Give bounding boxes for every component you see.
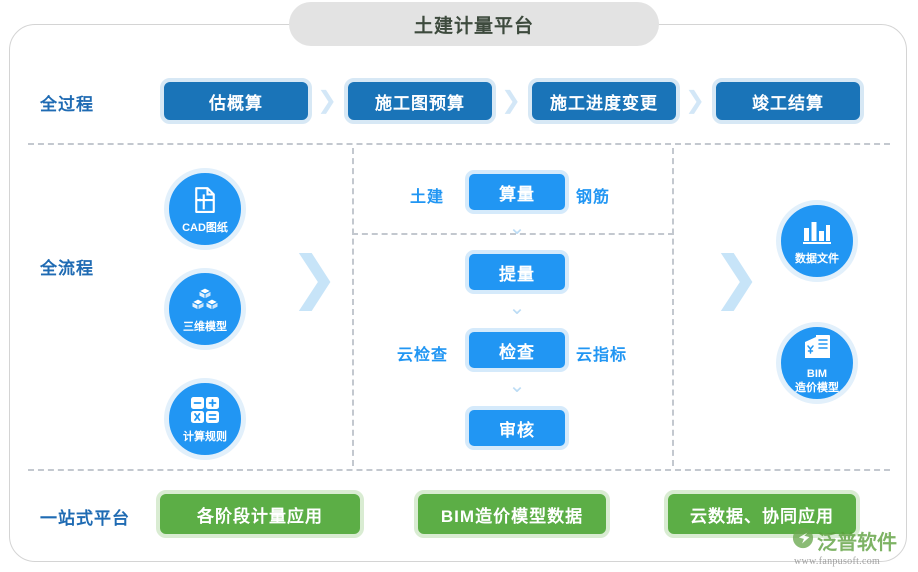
flow-chevron-right-icon: ❯	[712, 243, 761, 311]
output-badge-bim-cost-model[interactable]: BIM 造价模型	[776, 322, 858, 404]
platform-button-1[interactable]: 各阶段计量应用	[156, 490, 364, 538]
workflow-tag-left-mid: 云检查	[397, 347, 449, 364]
divider-flow-platform	[28, 469, 890, 471]
stage-button-1[interactable]: 估概算	[160, 78, 312, 124]
cube-stack-icon	[189, 286, 221, 319]
platform-button-3[interactable]: 云数据、协同应用	[664, 490, 860, 538]
workflow-tag-left-top: 土建	[410, 189, 445, 206]
output-badge-data-file[interactable]: 数据文件	[776, 200, 858, 282]
input-badge-caption: 三维模型	[183, 320, 227, 333]
center-column-box	[352, 148, 674, 466]
cad-drawing-icon	[190, 185, 220, 220]
watermark-url: www.fanpusoft.com	[794, 556, 881, 567]
divider-process-flow	[28, 143, 890, 145]
output-badge-caption-line2: 造价模型	[795, 381, 839, 394]
row-label-process: 全过程	[40, 95, 94, 114]
bim-cost-model-icon	[802, 333, 832, 366]
workflow-tag-right-mid: 云指标	[576, 347, 628, 364]
platform-button-2[interactable]: BIM造价模型数据	[414, 490, 610, 538]
row-label-platform: 一站式平台	[40, 509, 130, 528]
calculator-icon	[190, 396, 220, 429]
workflow-tag-right-top: 钢筋	[576, 189, 611, 206]
workflow-node-2[interactable]: 提量	[465, 250, 569, 294]
watermark-brand: 泛普软件	[817, 532, 897, 554]
watermark-logo-icon	[792, 527, 814, 554]
workflow-down-arrow-icon: ⌄	[508, 215, 526, 239]
stage-button-4[interactable]: 竣工结算	[712, 78, 864, 124]
workflow-node-4[interactable]: 审核	[465, 406, 569, 450]
page-title: 土建计量平台	[289, 2, 659, 46]
workflow-down-arrow-icon: ⌄	[508, 373, 526, 397]
divider-inside-center-column	[352, 233, 674, 235]
input-badge-cad-drawing[interactable]: CAD图纸	[164, 168, 246, 250]
input-badge-caption: 计算规则	[183, 430, 227, 443]
input-badge-3d-model[interactable]: 三维模型	[164, 268, 246, 350]
row-label-flow: 全流程	[40, 259, 94, 278]
stage-chevron-icon: ❯	[316, 87, 338, 114]
output-badge-caption: 数据文件	[795, 252, 839, 265]
stage-chevron-icon: ❯	[684, 87, 706, 114]
stage-button-3[interactable]: 施工进度变更	[528, 78, 680, 124]
workflow-node-1[interactable]: 算量	[465, 170, 569, 214]
flow-chevron-left-icon: ❯	[290, 243, 339, 311]
watermark: 泛普软件 www.fanpusoft.com	[792, 526, 916, 570]
stage-chevron-icon: ❯	[500, 87, 522, 114]
stage-button-2[interactable]: 施工图预算	[344, 78, 496, 124]
input-badge-calc-rules[interactable]: 计算规则	[164, 378, 246, 460]
bar-chart-icon	[802, 218, 832, 251]
input-badge-caption: CAD图纸	[182, 221, 228, 234]
workflow-node-3[interactable]: 检查	[465, 328, 569, 372]
output-badge-caption-line1: BIM	[806, 367, 828, 380]
workflow-down-arrow-icon: ⌄	[508, 295, 526, 319]
